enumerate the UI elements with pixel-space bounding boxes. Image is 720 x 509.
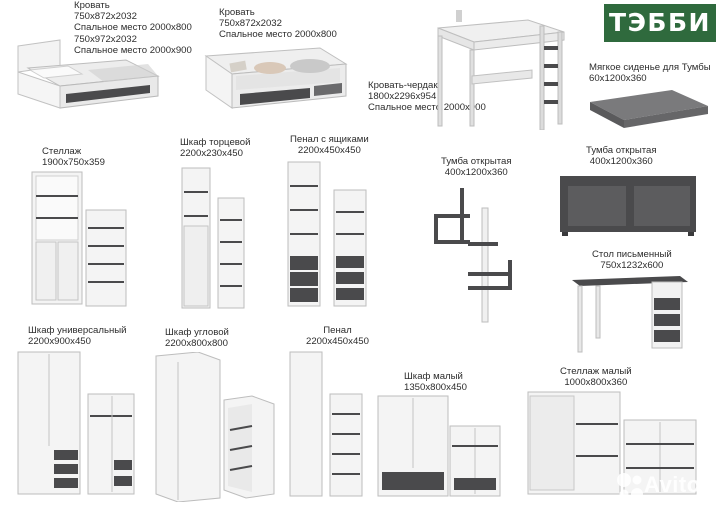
universal-wardrobe-illustration — [17, 351, 135, 495]
pencil-illustration — [289, 351, 363, 497]
loft-bed-illustration — [437, 10, 565, 130]
open-stand-illustration — [560, 176, 696, 236]
avito-watermark-text: Avito — [644, 472, 701, 497]
seat-cushion-illustration — [590, 90, 708, 128]
small-shelf-illustration — [527, 391, 697, 495]
bed-1-illustration — [17, 39, 160, 109]
corner-wardrobe-illustration — [155, 352, 275, 502]
pencil-drawers-illustration — [287, 161, 367, 307]
small-wardrobe-illustration — [377, 395, 501, 497]
desk-illustration — [572, 276, 688, 353]
bed-2-illustration — [204, 47, 348, 109]
shelf-illustration — [31, 171, 127, 307]
end-wardrobe-illustration — [181, 167, 245, 309]
tebbi-logo: ТЭББИ — [604, 4, 716, 42]
avito-watermark-icon — [617, 473, 643, 500]
open-stand-wall-illustration — [434, 188, 512, 323]
